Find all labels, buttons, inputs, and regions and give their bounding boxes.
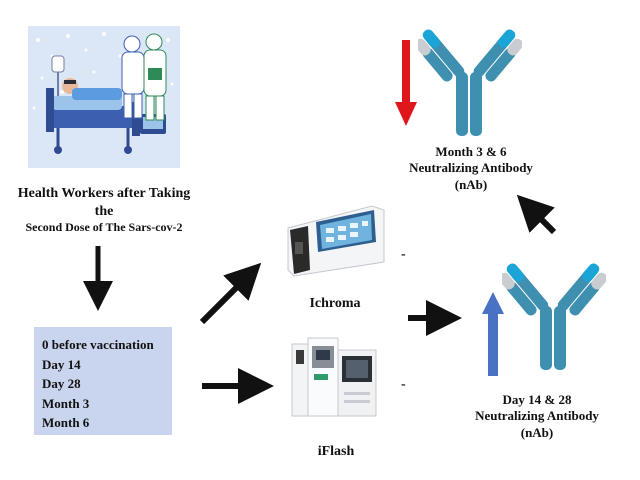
patient-caption-line1: Health Workers after Taking the (17, 186, 191, 219)
antibody-late-line2: Neutralizing Antibody (409, 160, 533, 176)
antibody-shape (502, 263, 606, 370)
timeline-box: 0 before vaccination Day 14 Day 28 Month… (34, 327, 172, 435)
patient-caption: Health Workers after Taking the Second D… (8, 185, 200, 235)
antibody-late-caption: Month 3 & 6 Neutralizing Antibody (nAb) (396, 144, 546, 193)
timeline-item: Month 3 (42, 395, 90, 411)
antibody-late-line1: Month 3 & 6 (435, 144, 507, 159)
timeline-item: Day 28 (42, 376, 81, 391)
timeline-item: Day 14 (42, 356, 81, 372)
antibody-early-line2: Neutralizing Antibody (475, 408, 599, 424)
antibody-late-icon (418, 29, 522, 136)
arrow-to-ichroma (199, 262, 262, 325)
ichroma-device-image (287, 205, 385, 277)
arrow-to-antibody-late (516, 194, 557, 235)
ichroma-label: Ichroma (309, 296, 361, 311)
iflash-device-image (291, 337, 377, 417)
antibody-late-line3: (nAb) (454, 176, 488, 192)
decrease-arrow-icon (395, 40, 417, 126)
patient-caption-line2: Second Dose of The Sars-cov-2 (25, 220, 183, 234)
antibody-early-icon (502, 263, 606, 370)
timeline-item: Month 6 (42, 415, 90, 430)
antibody-early-caption: Day 14 & 28 Neutralizing Antibody (nAb) (462, 392, 612, 441)
iflash-side-mark: - (401, 377, 406, 392)
antibody-early-line3: (nAb) (520, 424, 554, 440)
timeline-item: 0 before vaccination (42, 337, 154, 352)
ichroma-side-mark: - (401, 247, 406, 262)
increase-arrow-icon (482, 292, 504, 376)
antibody-shape (418, 29, 522, 136)
patient-illustration (28, 26, 180, 168)
iflash-label: iFlash (317, 444, 355, 459)
antibody-early-line1: Day 14 & 28 (502, 392, 572, 407)
